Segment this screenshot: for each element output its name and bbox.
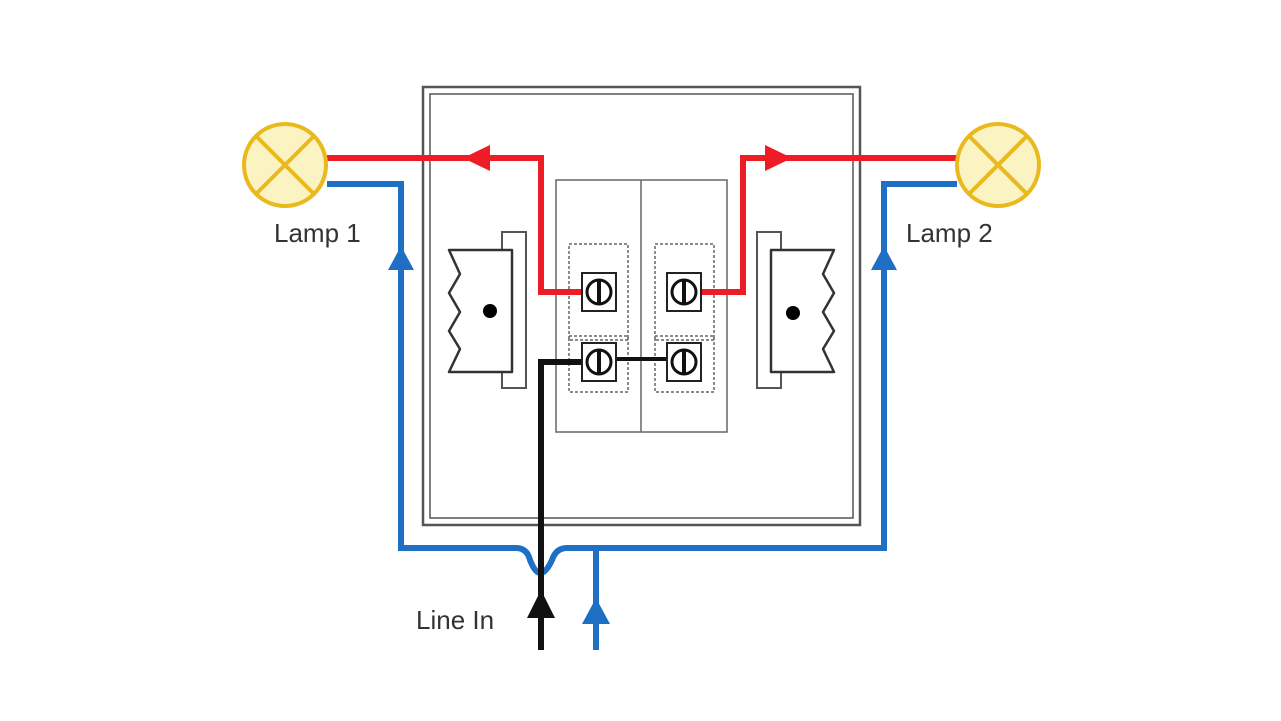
- neutral-wire-lamp1: [327, 181, 596, 576]
- arrow-up-in: [582, 598, 610, 624]
- live-wires: [327, 155, 957, 295]
- arrow-up-right: [871, 246, 897, 270]
- live-arrows: [463, 145, 792, 171]
- lamp-2-label: Lamp 2: [906, 218, 993, 248]
- right-rocker: [756, 231, 836, 389]
- neutral-arrows: [388, 246, 897, 624]
- lamp-1-label: Lamp 1: [274, 218, 361, 248]
- live-wire-lamp1: [327, 155, 586, 295]
- live-wire-lamp2: [697, 155, 957, 295]
- arrow-right: [765, 145, 792, 171]
- lamp-1-icon: [242, 122, 328, 208]
- left-rocker: [447, 231, 527, 389]
- lamp-2-icon: [955, 122, 1041, 208]
- arrow-left: [463, 145, 490, 171]
- neutral-wire-lamp2: [596, 181, 957, 551]
- switch-terminal-icon: [666, 272, 702, 312]
- switch-terminal-icon: [581, 342, 617, 382]
- line-wire: [538, 357, 672, 650]
- switch-terminal-icon: [581, 272, 617, 312]
- arrow-line-in: [527, 590, 555, 618]
- terminals: [581, 272, 702, 382]
- switch-plate: [421, 85, 862, 527]
- neutral-wires: [327, 181, 957, 650]
- switch-terminal-icon: [666, 342, 702, 382]
- line-in-label: Line In: [416, 605, 494, 635]
- arrow-up-left: [388, 246, 414, 270]
